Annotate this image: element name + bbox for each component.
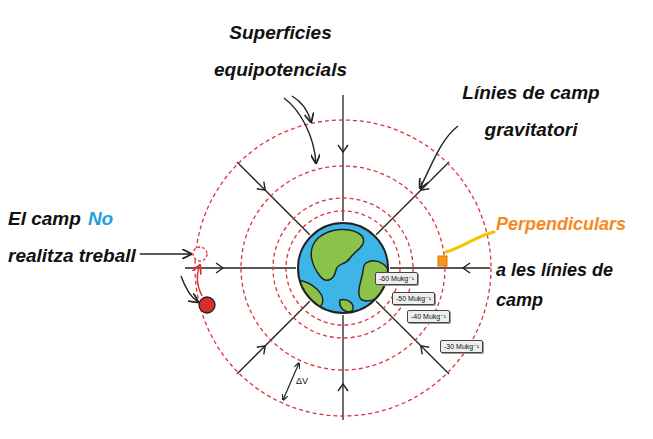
field-arrowhead	[216, 263, 223, 273]
leader-arrow	[181, 276, 198, 302]
equipotential-circle	[195, 120, 491, 416]
field-lines	[185, 95, 490, 420]
field-arrowhead	[463, 263, 470, 273]
field-line	[342, 315, 343, 420]
equipotential-circle	[241, 166, 445, 370]
right-angle-mark	[438, 256, 447, 266]
emphasis-word: No	[88, 200, 113, 237]
potential-value: -40 Mukg⁻¹	[411, 313, 446, 320]
field-line	[376, 162, 449, 235]
work-example	[181, 247, 215, 313]
note-text: a les línies de camp	[496, 255, 650, 315]
leader-arrow	[284, 98, 316, 163]
potential-value-box: -30 Mukg⁻¹	[440, 340, 483, 353]
field-arrowhead	[338, 384, 348, 391]
potential-value: -30 Mukg⁻¹	[444, 343, 479, 350]
mass-dot	[199, 297, 215, 313]
highlight-curve	[446, 232, 494, 252]
earth	[296, 223, 390, 313]
earth-outline	[298, 223, 388, 313]
potential-value: -60 Mukg⁻¹	[379, 275, 414, 282]
callout-label: Línies de camp gravitatori	[445, 74, 617, 148]
open-position	[193, 247, 207, 261]
equipotential-circle	[273, 198, 413, 338]
callout-arrows	[284, 96, 458, 188]
perpendicular-mark	[438, 232, 494, 266]
dimension-label: ΔV	[296, 376, 308, 387]
leader-arrow	[292, 96, 311, 122]
field-line	[390, 267, 490, 268]
field-arrowhead	[421, 346, 429, 354]
field-arrowhead	[257, 346, 265, 354]
field-arrowhead	[257, 182, 265, 190]
motion-arrow	[197, 265, 202, 296]
note-text: El camp	[8, 200, 81, 237]
leader-arrow	[140, 253, 191, 254]
equipotential-circle	[286, 211, 400, 325]
note-text: realitza treball	[8, 237, 136, 274]
potential-value-box: -60 Mukg⁻¹	[375, 272, 418, 285]
field-line	[185, 267, 296, 268]
potential-value: -50 Mukg⁻¹	[396, 295, 431, 302]
callout-label: Superficies equipotencials	[198, 14, 363, 88]
field-arrowhead	[338, 145, 348, 152]
equipotential-circles	[195, 120, 491, 416]
highlight-word: Perpendiculars	[496, 207, 626, 241]
potential-value-box: -50 Mukg⁻¹	[392, 292, 435, 305]
leader-arrow	[420, 126, 458, 188]
potential-value-box: -40 Mukg⁻¹	[407, 310, 450, 323]
field-line	[342, 95, 343, 221]
field-line	[237, 162, 310, 235]
